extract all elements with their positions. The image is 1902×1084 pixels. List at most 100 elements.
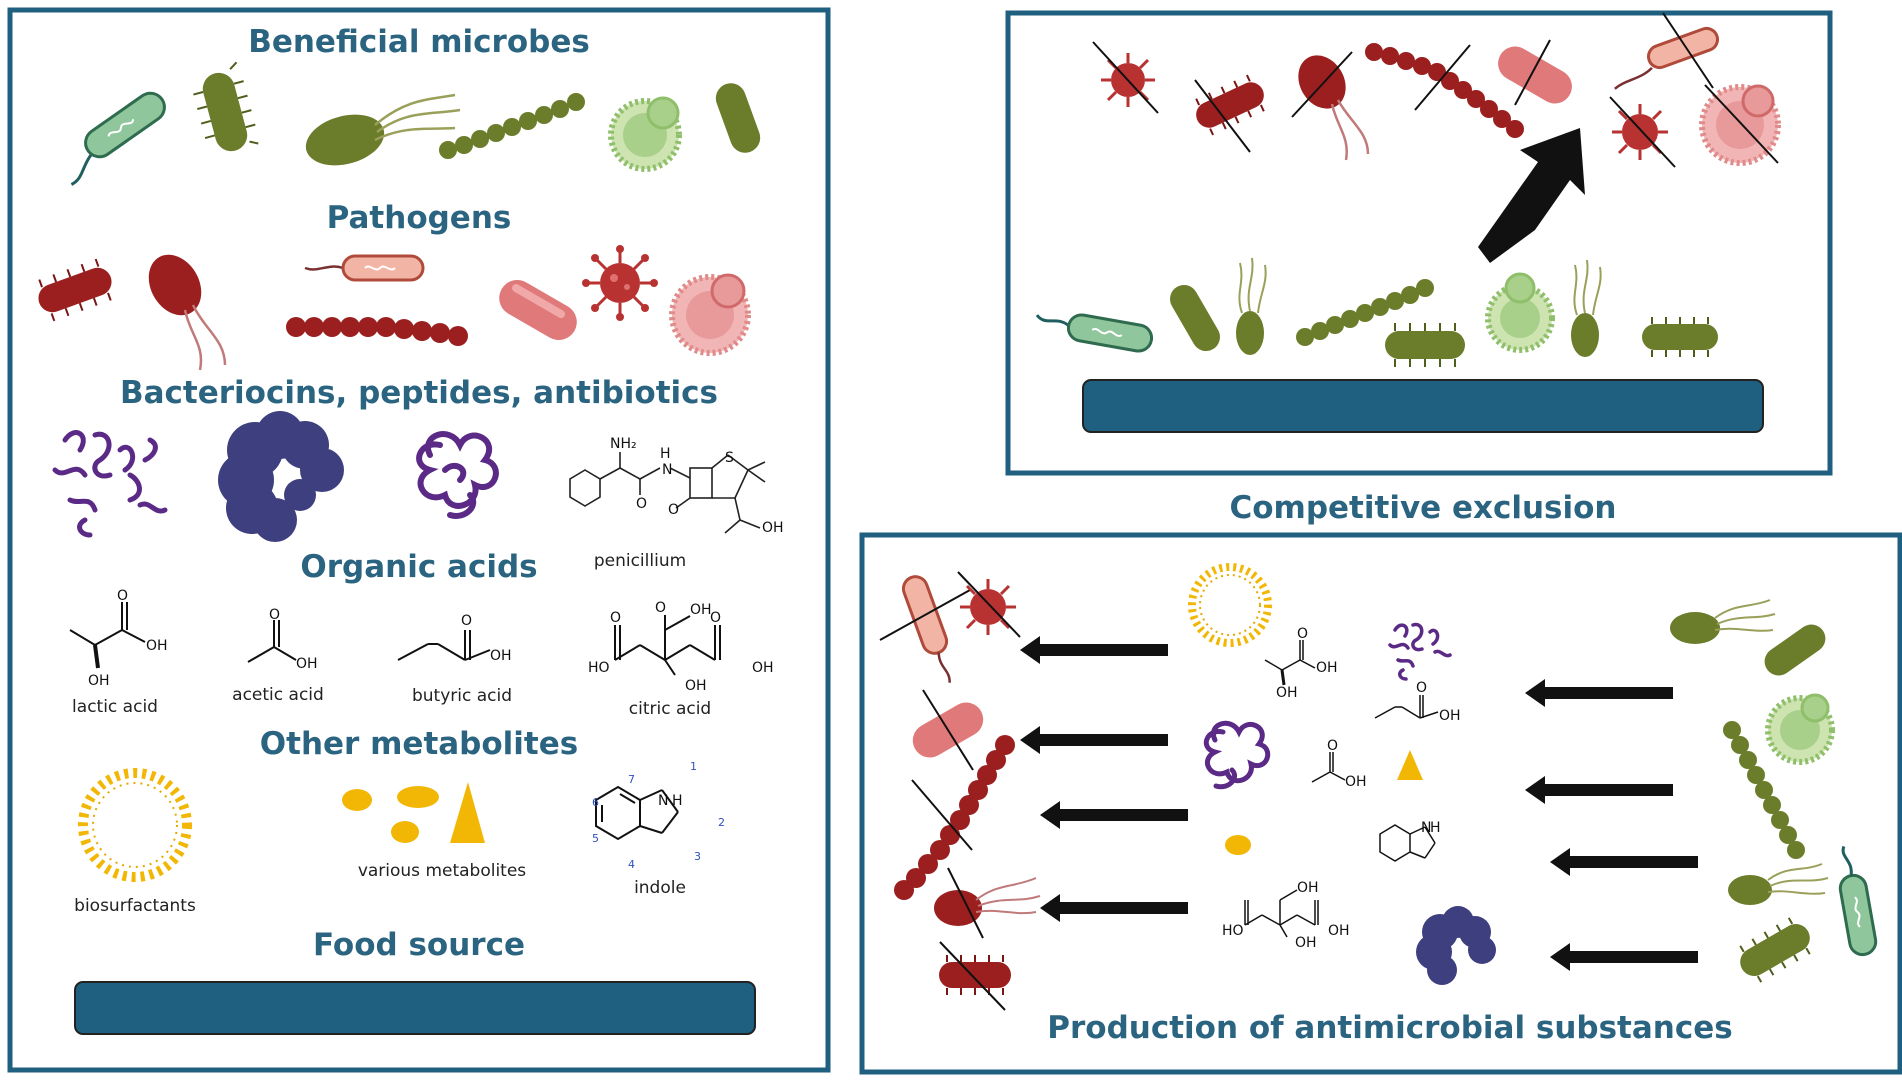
excluded-flagellated-icon [1291, 51, 1370, 161]
excluded-virus-icon [1609, 96, 1676, 168]
small-lactic-oh-text: OH [1316, 660, 1338, 676]
killed-pink-rod-icon [912, 689, 984, 771]
flagellated-cell-icon [1670, 599, 1776, 644]
hairy-rod-icon [1739, 917, 1811, 983]
kill-strike-line [911, 779, 973, 851]
other-metabolites-row: biosurfactants various metabolites N H 1… [74, 760, 725, 916]
small-citric-acid-icon [1244, 889, 1319, 938]
butyric-oh-text: OH [490, 648, 512, 664]
killed-virus-icon [957, 571, 1021, 638]
small-indole-n-text: N [1421, 820, 1431, 836]
small-citric-oh3-text: OH [1295, 935, 1317, 951]
other-metabolites-title: Other metabolites [260, 726, 578, 762]
penicillin-o-text: O [636, 496, 647, 512]
various-metabolites-label: various metabolites [358, 861, 526, 881]
excluded-pink-flagellated-rod-icon [1614, 12, 1719, 90]
citric-oh2-text: OH [752, 660, 774, 676]
small-acetic-o-text: O [1327, 738, 1338, 754]
indole-num-4: 4 [628, 858, 635, 871]
small-peptide-fragments-icon [1388, 622, 1452, 681]
budding-yeast-icon [608, 96, 682, 172]
penicillin-s-text: S [725, 450, 734, 466]
citric-oh3-text: OH [685, 678, 707, 694]
citric-acid-label: citric acid [629, 699, 711, 719]
small-butyric-o-text: O [1416, 680, 1427, 696]
citric-o1-text: O [655, 600, 666, 616]
lactic-o-text: O [117, 588, 128, 604]
excluded-pink-rod-icon [1498, 39, 1572, 106]
small-citric-oh1-text: OH [1297, 880, 1319, 896]
citric-oh1-text: OH [690, 602, 712, 618]
pink-yeast-icon [669, 273, 751, 356]
indole-num-2: 2 [718, 816, 725, 829]
acetic-oh-text: OH [296, 656, 318, 672]
killed-hairy-rod-icon [939, 941, 1011, 1011]
left-arrow-icon [1020, 636, 1168, 664]
penicillin-n-text: N [662, 462, 672, 478]
small-indole-h-text: H [1430, 820, 1441, 836]
excluded-virus-icon [1092, 41, 1159, 114]
excluded-chain-icon [1365, 43, 1524, 138]
indole-structure-icon [595, 785, 679, 841]
small-lactic-o-text: O [1297, 626, 1308, 642]
beneficial-title: Beneficial microbes [248, 24, 590, 60]
citric-ho-text: HO [588, 660, 610, 676]
competitive-exclusion-title: Competitive exclusion [1229, 490, 1616, 526]
flagellated-cell-icon [1571, 259, 1602, 357]
green-rod-icon [715, 83, 761, 153]
flagellated-pathogen-icon [148, 254, 227, 371]
small-globular-protein-icon [1416, 906, 1496, 985]
legend-panel [7, 7, 831, 1073]
bacteriocins-row: NH₂ H N S O O OH penicillium [52, 411, 784, 571]
lactic-oh2-text: OH [88, 673, 110, 689]
pathogens-row [38, 245, 751, 371]
green-rod-icon [1764, 624, 1826, 676]
penicillin-h-text: H [660, 446, 671, 462]
biosurfactants-label: biosurfactants [74, 896, 196, 916]
virus-icon [582, 245, 658, 321]
killed-flagellated-icon [934, 867, 1041, 939]
citric-acid-structure-icon [614, 615, 721, 676]
excluded-hairy-rod-icon [1195, 74, 1265, 136]
left-arrow-icon [1525, 776, 1673, 804]
red-chain-icon [286, 317, 468, 346]
penicillin-oh-text: OH [762, 520, 784, 536]
organic-acids-title: Organic acids [300, 549, 537, 585]
penicillin-o2-text: O [668, 502, 679, 518]
hairy-pathogen-rod-icon [38, 258, 112, 322]
butyric-o-text: O [461, 613, 472, 629]
adhered-beneficial-microbes-group [1035, 257, 1718, 367]
antimicrobial-panel [859, 532, 1902, 1075]
coiled-peptide-icon [1203, 720, 1271, 790]
pink-rod-icon [499, 280, 577, 340]
green-chain-icon [439, 93, 585, 159]
butyric-acid-structure-icon [397, 630, 491, 661]
small-citric-ho-text: HO [1222, 923, 1244, 939]
small-indole-icon [1379, 824, 1436, 862]
various-metabolites-icon [342, 782, 485, 843]
left-arrow-icon [1040, 801, 1188, 829]
indole-num-6: 6 [592, 796, 599, 809]
flagellated-cell-icon [1236, 257, 1267, 355]
acetic-o-text: O [269, 607, 280, 623]
exclusion-strike-line [1194, 79, 1251, 153]
indole-num-5: 5 [592, 832, 599, 845]
indole-h-text: H [672, 793, 683, 809]
excluded-pathogens-group [1092, 12, 1781, 168]
left-arrow-icon [1040, 894, 1188, 922]
competitive-panel [1005, 10, 1833, 476]
killed-chain-icon [894, 735, 1015, 900]
lactic-acid-label: lactic acid [72, 697, 158, 717]
flagellated-cell-icon [305, 93, 461, 166]
butyric-acid-label: butyric acid [412, 686, 512, 706]
biosurfactant-micelle-icon [78, 768, 192, 882]
metabolite-triangle-icon [1397, 750, 1423, 780]
exclusion-arrow-icon [1478, 128, 1585, 263]
excluded-pink-yeast-icon [1699, 84, 1781, 166]
flagellated-bacillus-icon [1035, 313, 1154, 353]
indole-num-1: 1 [690, 760, 697, 773]
small-lactic-oh2-text: OH [1276, 685, 1298, 701]
food-source-bar [74, 981, 756, 1035]
metabolite-dot-icon [1225, 835, 1251, 855]
flagellated-bacillus-icon [70, 91, 166, 186]
